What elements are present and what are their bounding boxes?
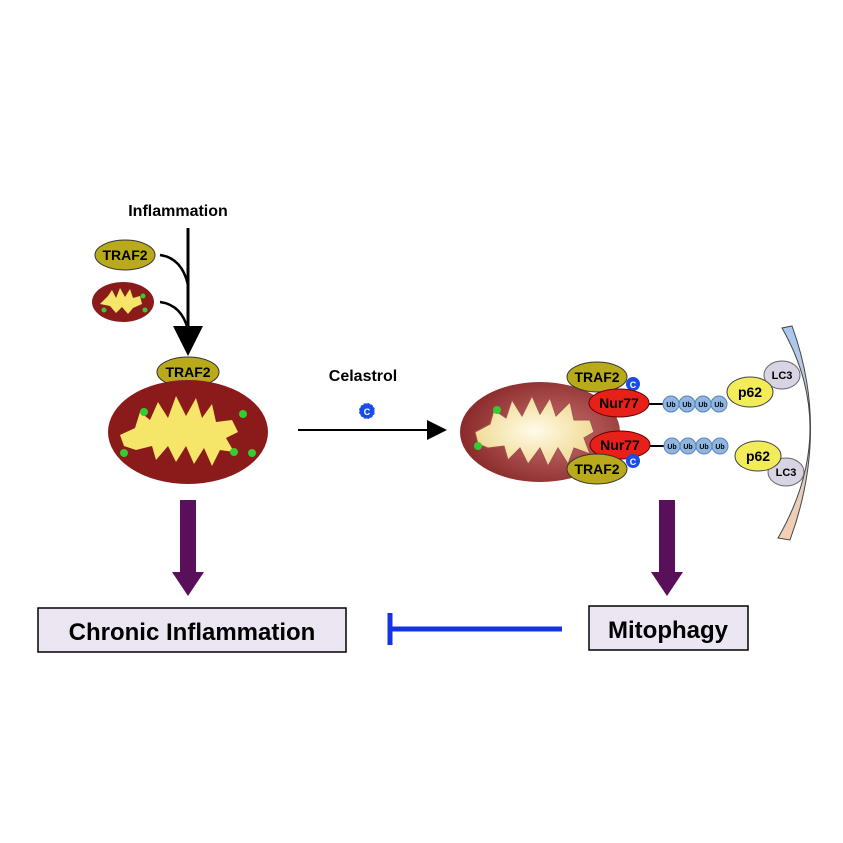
mitophagy-box: Mitophagy	[588, 605, 749, 651]
svg-text:Ub: Ub	[715, 444, 724, 451]
damaged-mitochondrion	[108, 380, 268, 484]
svg-text:C: C	[630, 380, 637, 390]
celastrol-icon: C	[626, 454, 640, 468]
ub-chain-bottom: Ub Ub Ub Ub	[663, 437, 729, 455]
svg-text:LC3: LC3	[776, 467, 797, 479]
svg-text:p62: p62	[738, 384, 762, 400]
chronic-inflammation-box: Chronic Inflammation	[37, 607, 347, 653]
svg-text:Ub: Ub	[714, 402, 723, 409]
svg-text:C: C	[364, 407, 371, 417]
svg-text:Ub: Ub	[682, 402, 691, 409]
svg-text:Nur77: Nur77	[600, 437, 640, 453]
svg-text:TRAF2: TRAF2	[574, 461, 619, 477]
svg-text:Ub: Ub	[698, 402, 707, 409]
merge-curve	[159, 300, 190, 331]
svg-text:Nur77: Nur77	[599, 395, 639, 411]
svg-text:LC3: LC3	[772, 370, 793, 382]
right-outcome-arrow	[651, 500, 683, 596]
inhibition-line	[387, 613, 562, 645]
svg-text:TRAF2: TRAF2	[574, 369, 619, 385]
traf2-bound: TRAF2	[156, 356, 220, 388]
traf2-top: TRAF2	[566, 361, 628, 393]
svg-text:Ub: Ub	[699, 444, 708, 451]
phagophore	[777, 325, 811, 541]
left-outcome-arrow	[172, 500, 204, 596]
nur77-top: Nur77	[588, 388, 650, 418]
celastrol-icon: C	[358, 402, 376, 420]
svg-text:Mitophagy: Mitophagy	[608, 617, 729, 644]
p62-top: p62	[726, 376, 774, 408]
svg-text:Ub: Ub	[666, 402, 675, 409]
svg-text:TRAF2: TRAF2	[165, 364, 210, 380]
svg-text:Ub: Ub	[667, 444, 676, 451]
lc3-top: LC3	[763, 360, 801, 390]
inflammation-label: Inflammation	[128, 203, 228, 220]
traf2-free: TRAF2	[94, 239, 156, 271]
nur77-bottom: Nur77	[589, 430, 651, 460]
svg-text:Chronic Inflammation: Chronic Inflammation	[69, 619, 316, 646]
merge-curve	[159, 253, 190, 286]
traf2-bottom: TRAF2	[566, 453, 628, 485]
svg-text:Ub: Ub	[683, 444, 692, 451]
svg-text:C: C	[630, 457, 637, 467]
svg-text:p62: p62	[746, 448, 770, 464]
small-mitochondrion	[92, 282, 154, 322]
p62-bottom: p62	[734, 440, 782, 472]
celastrol-icon: C	[626, 377, 640, 391]
celastrol-label: Celastrol	[329, 368, 397, 385]
svg-text:TRAF2: TRAF2	[102, 247, 147, 263]
ub-chain-top: Ub Ub Ub Ub	[662, 395, 728, 413]
